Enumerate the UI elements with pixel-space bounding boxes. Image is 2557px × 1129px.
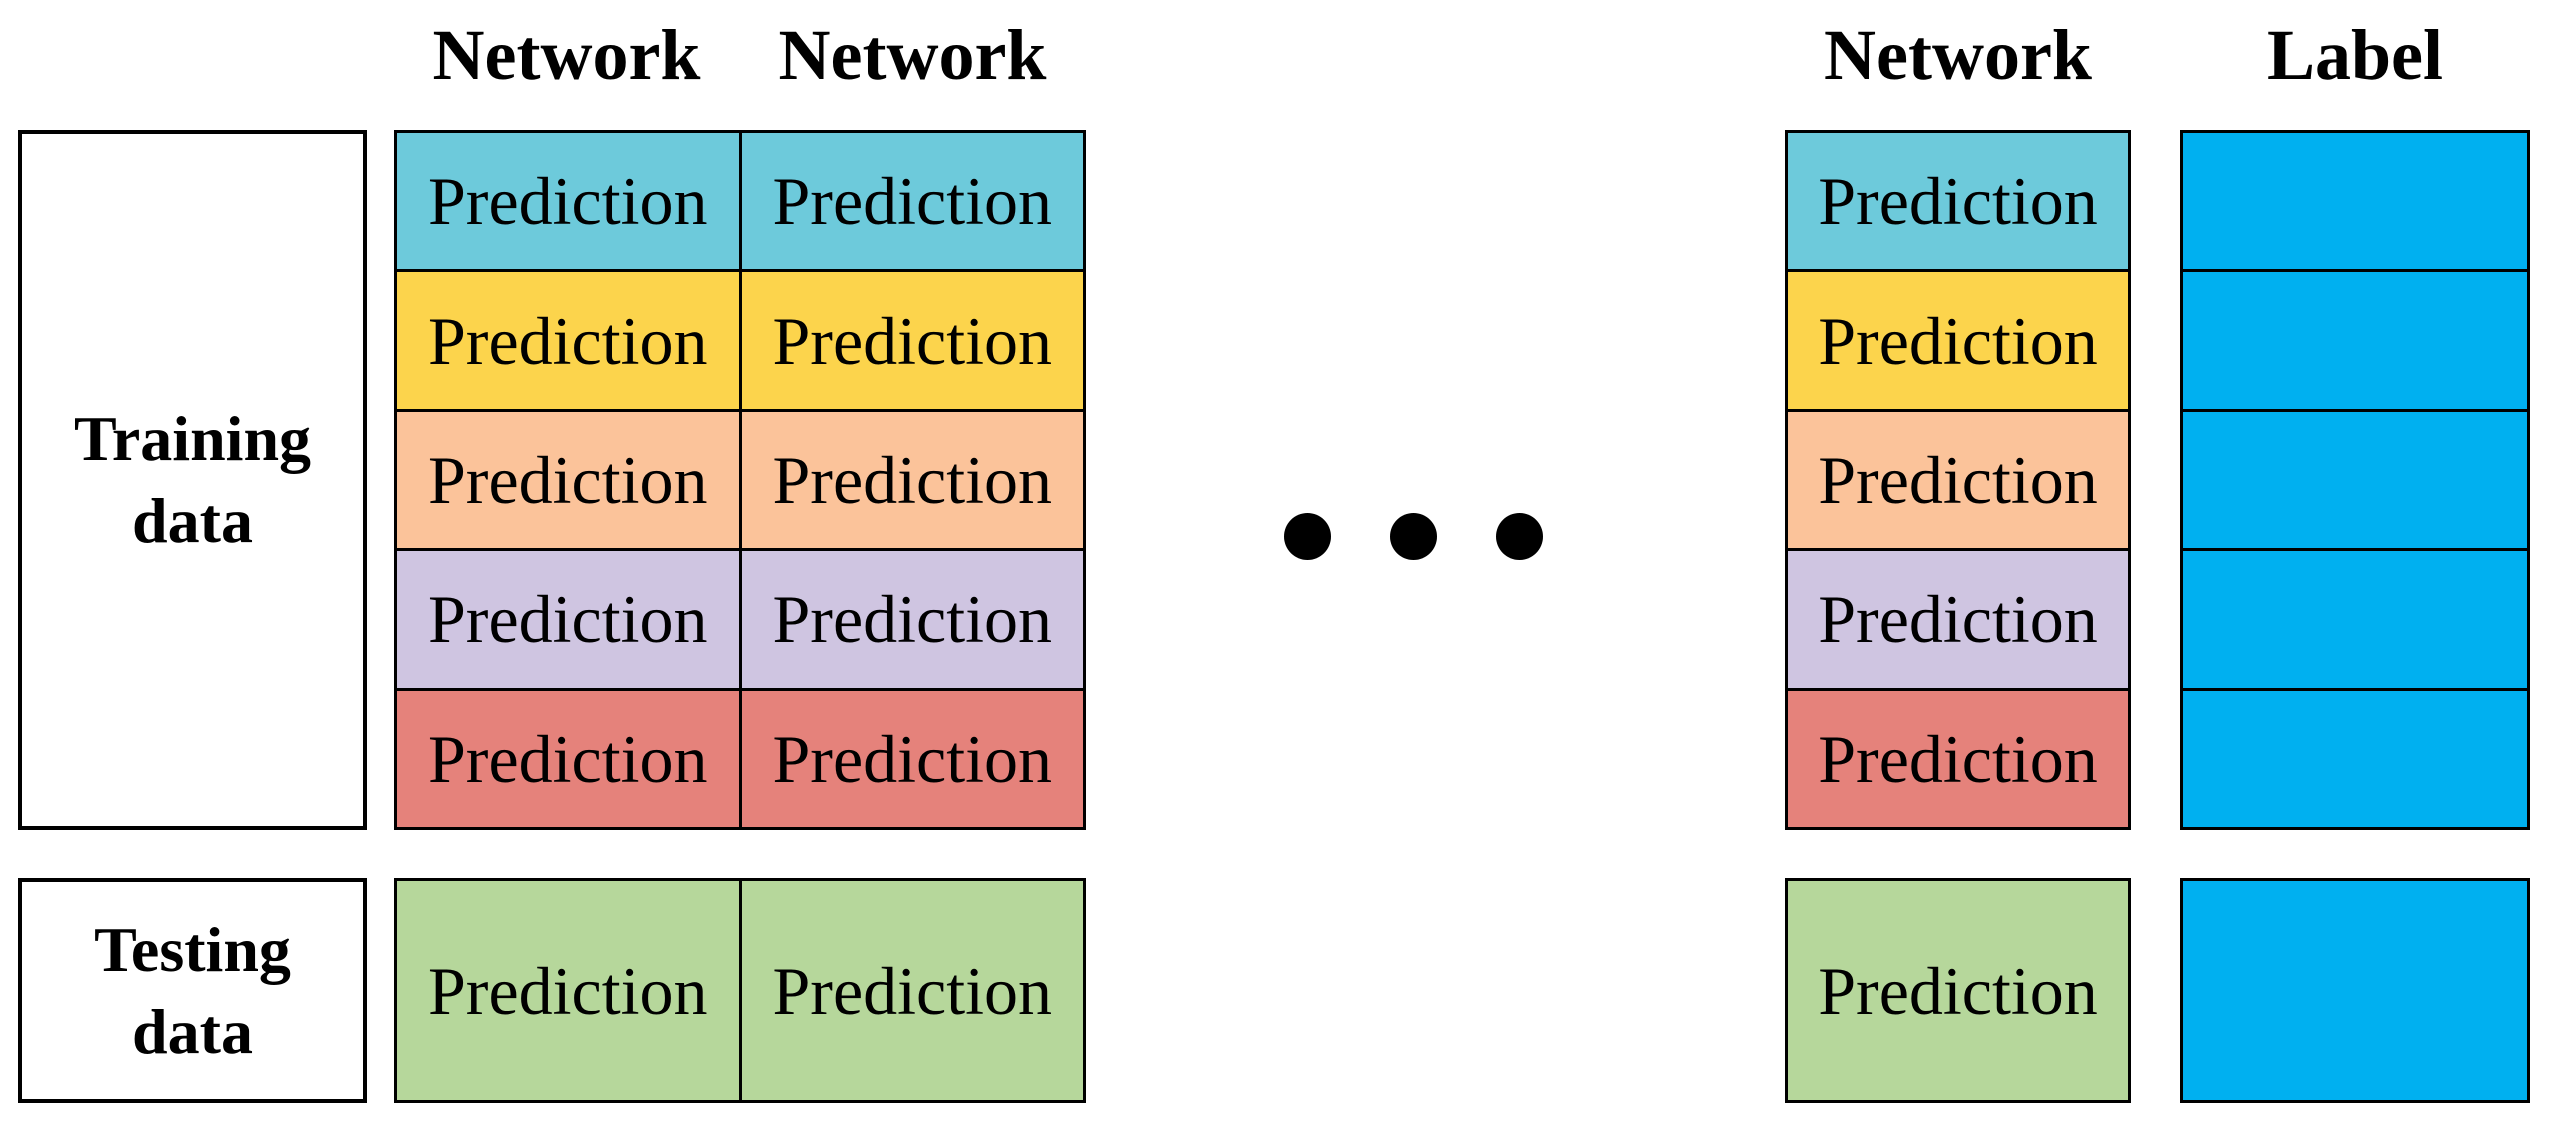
- prediction-cell-right-r1: Prediction: [1788, 133, 2128, 270]
- ellipsis-dot-2: [1390, 513, 1437, 560]
- prediction-cell-r2c1: Prediction: [397, 272, 739, 409]
- prediction-cell-r4c2: Prediction: [741, 551, 1083, 688]
- testing-data-label-line1: Testing: [94, 913, 291, 985]
- left-network-testing-grid: Prediction Prediction: [394, 878, 1086, 1103]
- prediction-cell-r3c1: Prediction: [397, 411, 739, 549]
- label-cell-r5: [2183, 690, 2527, 827]
- label-cell-r3: [2183, 411, 2527, 549]
- prediction-cell-test-c1: Prediction: [397, 881, 739, 1100]
- label-column-grid: [2180, 130, 2530, 830]
- training-data-label-line2: data: [132, 485, 253, 556]
- testing-data-label-line2: data: [132, 995, 253, 1067]
- prediction-cell-test-c2: Prediction: [741, 881, 1083, 1100]
- label-cell-test: [2183, 881, 2527, 1100]
- label-cell-r1: [2183, 133, 2527, 270]
- label-cell-r2: [2183, 272, 2527, 409]
- training-data-label: Training data: [74, 398, 311, 562]
- testing-data-box: Testing data: [18, 878, 367, 1103]
- prediction-cell-r1c2: Prediction: [741, 133, 1083, 270]
- header-network-1: Network: [432, 15, 701, 95]
- prediction-cell-r2c2: Prediction: [741, 272, 1083, 409]
- ellipsis-dot-3: [1496, 513, 1543, 560]
- prediction-cell-right-r3: Prediction: [1788, 411, 2128, 549]
- label-cell-r4: [2183, 551, 2527, 688]
- prediction-cell-r4c1: Prediction: [397, 551, 739, 688]
- testing-data-label: Testing data: [94, 909, 291, 1073]
- right-network-testing-grid: Prediction: [1785, 878, 2131, 1103]
- prediction-cell-r5c1: Prediction: [397, 690, 739, 827]
- header-network-3: Network: [1824, 15, 2092, 95]
- prediction-cell-right-r4: Prediction: [1788, 551, 2128, 688]
- header-label: Label: [2266, 15, 2444, 95]
- training-data-box: Training data: [18, 130, 367, 830]
- prediction-cell-test-right: Prediction: [1788, 881, 2128, 1100]
- left-network-prediction-grid: Prediction Prediction Prediction Predict…: [394, 130, 1086, 830]
- prediction-cell-right-r2: Prediction: [1788, 272, 2128, 409]
- prediction-cell-r1c1: Prediction: [397, 133, 739, 270]
- header-network-2: Network: [778, 15, 1047, 95]
- label-testing-grid: [2180, 878, 2530, 1103]
- training-data-label-line1: Training: [73, 403, 312, 475]
- ellipsis-dot-1: [1284, 513, 1331, 560]
- prediction-cell-r5c2: Prediction: [741, 690, 1083, 827]
- right-network-prediction-grid: Prediction Prediction Prediction Predict…: [1785, 130, 2131, 830]
- prediction-cell-right-r5: Prediction: [1788, 690, 2128, 827]
- prediction-cell-r3c2: Prediction: [741, 411, 1083, 549]
